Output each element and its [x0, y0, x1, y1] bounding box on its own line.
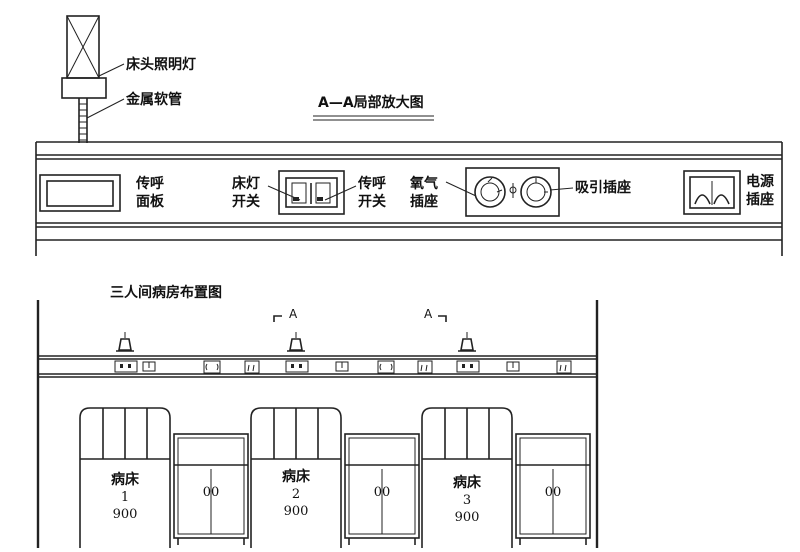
bed-1-number: 1 [121, 490, 129, 505]
bed-3 [421, 407, 513, 548]
hose-label: 金属软管 [125, 91, 182, 108]
detail-title: A—A局部放大图 [318, 94, 424, 111]
plan-lamp-2 [287, 332, 305, 352]
switch-box [278, 170, 345, 215]
section-mark-left: A [273, 307, 298, 322]
cabinet-2-handles: 00 [374, 485, 391, 500]
call-panel-label-1: 传呼 [135, 175, 164, 192]
gas-outlet-box [465, 167, 560, 217]
cabinet-3 [515, 433, 591, 545]
oxygen-outlet-label-2: 插座 [410, 193, 438, 210]
plan-title: 三人间病房布置图 [110, 284, 222, 301]
lamp-label: 床头照明灯 [126, 56, 196, 73]
call-panel-label-2: 面板 [136, 193, 165, 210]
power-outlet-label-2: 插座 [746, 191, 774, 208]
bed-1-size: 900 [113, 507, 138, 522]
suction-outlet-label: 吸引插座 [575, 179, 631, 196]
bedlight-switch-label-2: 开关 [232, 193, 260, 210]
bed-1-label: 病床 [111, 471, 140, 488]
bedside-lamp [61, 15, 107, 99]
cabinet-1 [173, 433, 249, 545]
bed-3-number: 3 [463, 493, 471, 508]
bedlight-switch-label-1: 床灯 [232, 175, 260, 192]
power-outlet-label-1: 电源 [746, 173, 774, 190]
call-switch-label-2: 开关 [358, 193, 386, 210]
plan-lamp-3 [458, 332, 476, 352]
metal-hose [78, 98, 88, 143]
detail-strip [35, 141, 783, 256]
cabinet-1-handles: 00 [203, 485, 220, 500]
bed-2-number: 2 [292, 487, 300, 502]
section-mark-right-letter: A [424, 307, 433, 321]
call-panel [39, 174, 121, 212]
cabinet-2 [344, 433, 420, 545]
strip-devices-3 [456, 360, 572, 374]
bed-2-size: 900 [284, 504, 309, 519]
oxygen-outlet-label-1: 氧气 [409, 175, 438, 192]
strip-devices-2 [285, 360, 433, 374]
bed-3-size: 900 [455, 510, 480, 525]
power-outlet [683, 170, 741, 215]
plan-lamp-1 [116, 332, 134, 352]
section-mark-left-letter: A [289, 307, 298, 321]
cabinet-3-handles: 00 [545, 485, 562, 500]
bed-2 [250, 407, 342, 548]
strip-devices-1 [114, 360, 260, 374]
call-switch-label-1: 传呼 [357, 175, 386, 192]
bed-2-label: 病床 [282, 468, 311, 485]
bed-1 [79, 407, 171, 548]
headwall-strip [38, 355, 597, 378]
bed-3-label: 病床 [453, 474, 482, 491]
section-mark-right: A [424, 307, 447, 322]
